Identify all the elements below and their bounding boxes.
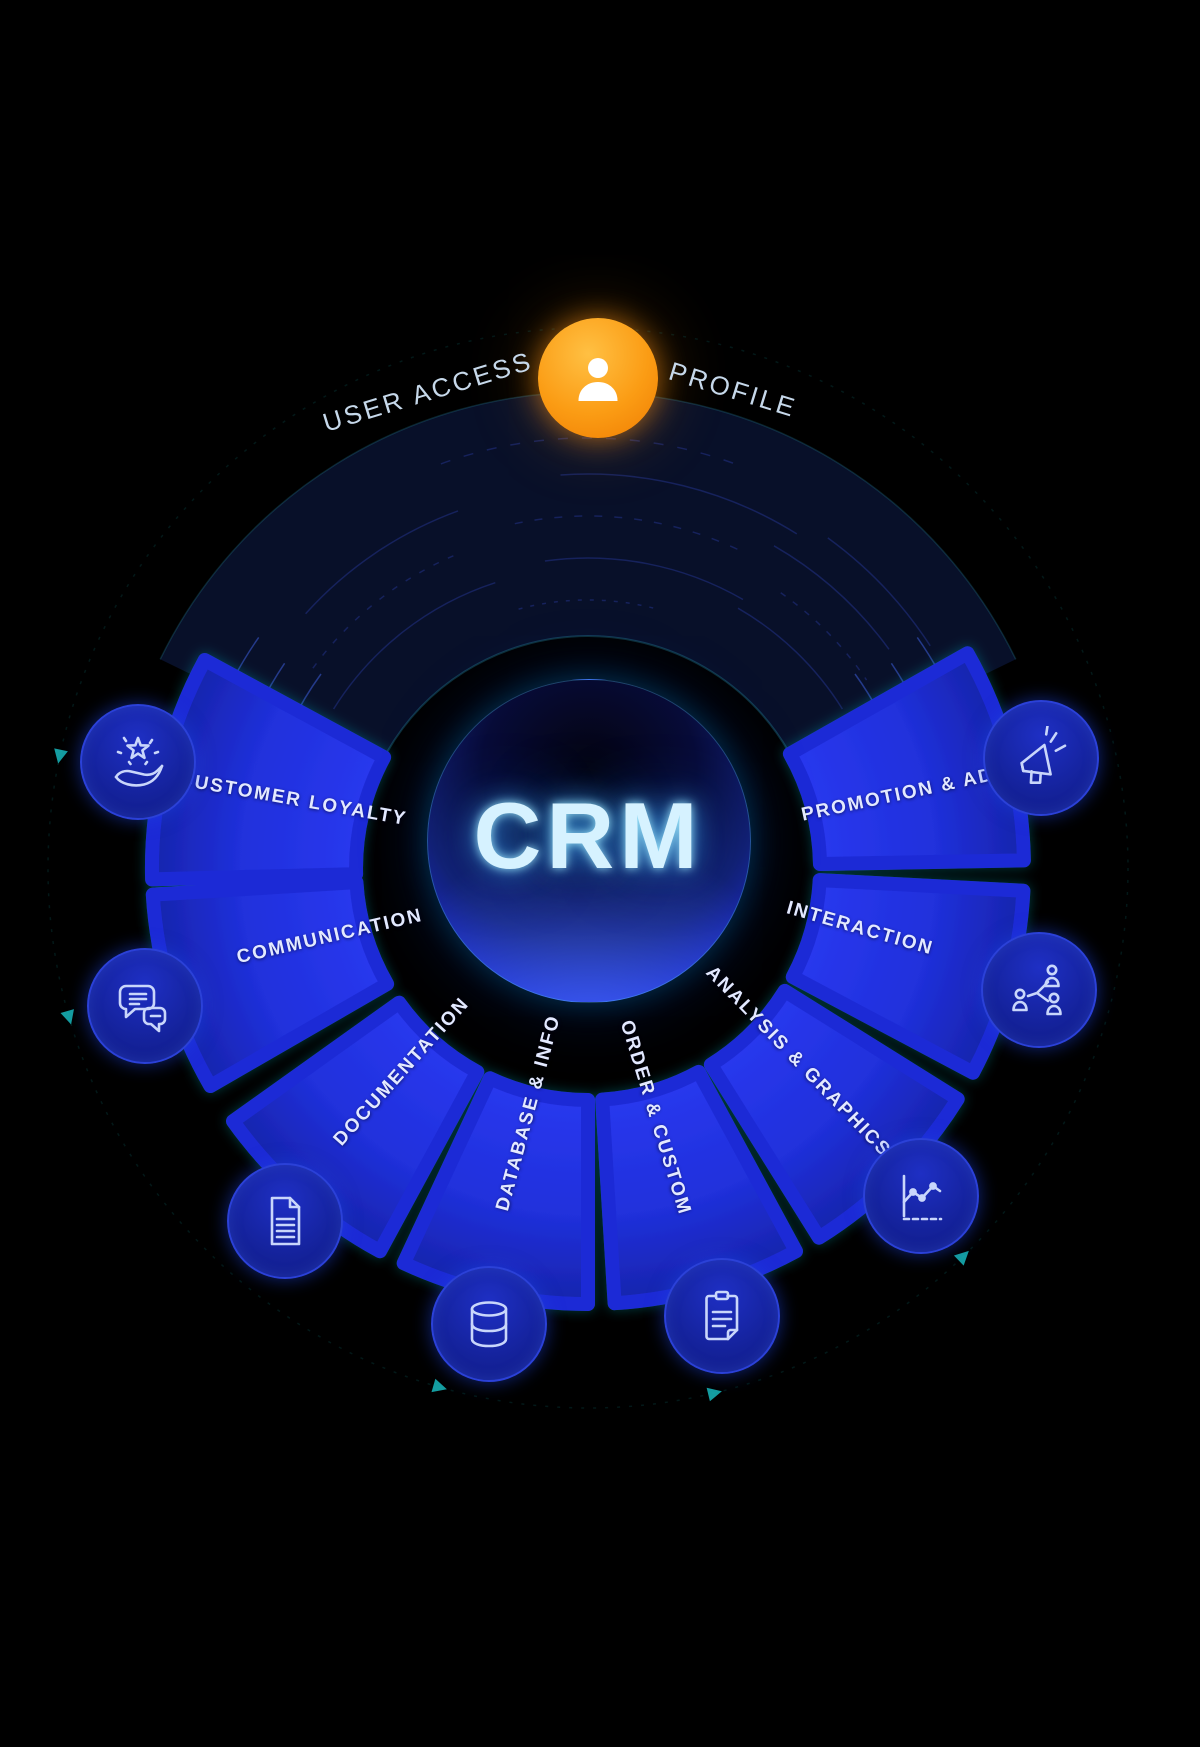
top-ring [160,392,1016,767]
segment-wedge-communication[interactable] [145,875,395,1093]
hand-star-icon [114,736,164,787]
communication-node[interactable] [87,948,203,1064]
analysis-graphics-node[interactable] [863,1138,979,1254]
ring-decorative-arc [440,437,736,465]
orbit-arrow-icon [54,748,68,764]
megaphone-icon [1020,726,1067,785]
promotion-ads-node[interactable] [983,700,1099,816]
database-info-node[interactable] [431,1266,547,1382]
customer-loyalty-node[interactable] [80,704,196,820]
people-network-icon [1012,964,1062,1016]
ring-decorative-arc [332,581,496,710]
crm-title: CRM [473,783,703,888]
ring-decorative-arc [827,537,931,647]
order-custom-node[interactable] [664,1258,780,1374]
segment-wedge-promotion-ads[interactable] [782,646,1031,871]
segment-wedge-database-info[interactable] [396,1071,595,1312]
ring-decorative-arc [518,599,658,610]
user-icon [578,358,618,401]
segment-wedge-order-custom[interactable] [595,1064,803,1311]
interaction-node[interactable] [981,932,1097,1048]
ring-decorative-arc [780,592,868,681]
ring-decorative-arc [312,552,461,669]
ring-decorative-arc [544,557,744,601]
ring-decorative-arc [560,473,798,535]
database-icon [470,1301,508,1348]
ring-decorative-arc [773,545,890,650]
line-chart-icon [902,1174,943,1221]
ring-decorative-arc [514,515,743,553]
orbit-arrow-icon [953,1250,969,1266]
segment-wedge-customer-loyalty[interactable] [144,653,392,887]
documentation-node[interactable] [227,1163,343,1279]
ring-decorative-arc [737,607,844,710]
segment-wedge-interaction[interactable] [785,873,1031,1080]
orbit-arrow-icon [431,1378,447,1393]
ring-inner-edge [386,635,790,753]
document-icon [270,1196,301,1246]
profile-node[interactable] [538,318,658,438]
chat-bubbles-icon [118,984,167,1033]
orbit-arrow-icon [60,1009,74,1025]
ring-decorative-arc [305,510,459,615]
crm-center-circle [427,679,751,1003]
orbit-arrow-icon [706,1387,722,1402]
clipboard-icon [705,1290,739,1341]
